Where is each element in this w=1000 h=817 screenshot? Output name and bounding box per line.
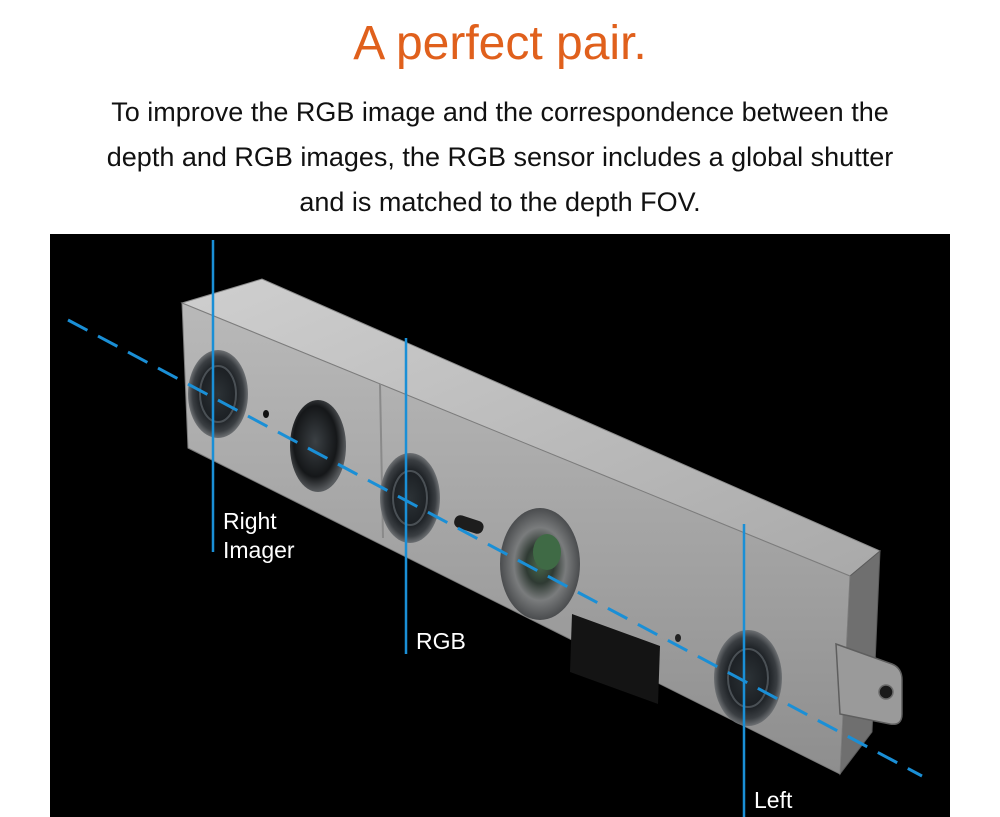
callout-rgb: RGB <box>416 628 466 654</box>
right-imager-lens <box>188 350 248 438</box>
description: To improve the RGB image and the corresp… <box>40 90 960 225</box>
callout-right-imager: Right Imager <box>223 507 295 565</box>
rgb-lens <box>380 453 440 543</box>
camera-product-photo: Right Imager RGB Left <box>50 234 950 817</box>
callout-right-imager-line-2: Imager <box>223 537 295 563</box>
mounting-bracket <box>835 642 903 726</box>
description-line-1: To improve the RGB image and the corresp… <box>111 97 889 127</box>
optical-axis-line <box>67 318 923 778</box>
callout-right-imager-line-1: Right <box>223 508 277 534</box>
ir-projector <box>290 400 346 492</box>
description-line-2: depth and RGB images, the RGB sensor inc… <box>106 142 894 172</box>
description-line-3: and is matched to the depth FOV. <box>299 187 701 217</box>
callout-left: Left <box>754 787 793 813</box>
depth-camera-illustration <box>67 240 923 817</box>
left-imager-lens <box>714 630 782 726</box>
page-title: A perfect pair. <box>353 17 647 70</box>
